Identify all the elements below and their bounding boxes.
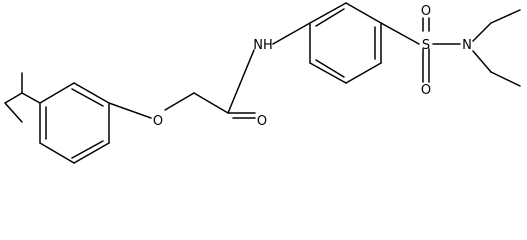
bond-line-1 (4, 102, 23, 123)
sulfur-label: S (422, 38, 430, 53)
atom-labels: NH O O S O O N (153, 4, 472, 129)
bond-line-36 (490, 9, 521, 24)
ether-oxygen-label: O (153, 114, 163, 129)
bond-line-18 (227, 49, 255, 114)
bond-line-2 (21, 92, 41, 104)
bond-line-35 (472, 22, 492, 42)
bond-line-11 (71, 140, 104, 159)
carbonyl-oxygen-label: O (257, 114, 267, 129)
sulfonyl-oxygen-bottom-label: O (421, 83, 431, 98)
bond-line-4 (39, 82, 75, 104)
bond-line-37 (472, 50, 492, 73)
bond-lines (4, 2, 521, 164)
bond-line-15 (193, 92, 229, 114)
bond-line-28 (315, 59, 345, 78)
bond-line-14 (164, 92, 195, 111)
bond-line-23 (345, 62, 382, 84)
bond-line-7 (73, 142, 110, 164)
bond-line-21 (345, 2, 382, 24)
bond-line-5 (73, 82, 110, 104)
bond-line-24 (309, 62, 347, 84)
bond-line-13 (108, 102, 152, 119)
bond-line-8 (39, 142, 75, 164)
bond-line-26 (315, 8, 345, 27)
sulfonamide-nitrogen-label: N (462, 38, 472, 53)
bond-line-38 (490, 71, 521, 87)
nh-label: NH (253, 38, 273, 53)
structure-diagram: NH O O S O O N (4, 2, 521, 164)
sulfonyl-oxygen-top-label: O (421, 4, 431, 19)
bond-line-20 (309, 2, 347, 24)
bond-line-0 (4, 92, 23, 104)
bond-line-19 (272, 22, 311, 45)
bond-line-29 (380, 22, 420, 45)
bond-line-10 (71, 88, 104, 107)
